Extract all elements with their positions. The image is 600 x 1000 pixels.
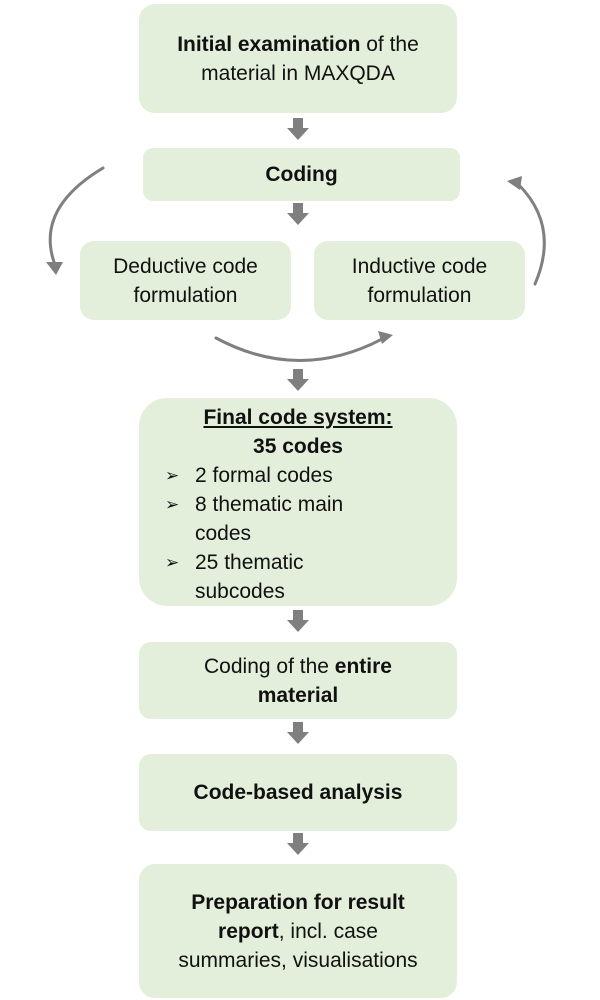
final-code-count: 35 codes	[253, 435, 343, 458]
final-code-system-box: Final code system: 35 codes ➢ 2 formal c…	[139, 398, 457, 606]
cycle-arrowhead-bottom	[378, 331, 393, 344]
code-based-analysis-box: Code-based analysis	[139, 754, 457, 831]
flow-arrow-5-head	[287, 732, 309, 744]
final-code-item-text: 25 thematic subcodes	[195, 551, 304, 603]
final-code-item: ➢ 8 thematic main codes	[163, 490, 375, 548]
flow-arrow-1-shaft	[293, 118, 303, 129]
arrowhead-bullet-icon: ➢	[165, 495, 180, 514]
flow-arrow-5-shaft	[293, 722, 303, 733]
flow-arrow-6-head	[287, 843, 309, 855]
coding-label: Coding	[265, 163, 338, 186]
flow-arrow-3-shaft	[293, 369, 303, 380]
cycle-arrowhead-right	[507, 176, 522, 190]
initial-examination-box: Initial examination of the material in M…	[139, 4, 457, 113]
result-report-text: Preparation for result report, incl. cas…	[163, 888, 433, 975]
initial-examination-bold: Initial examination	[177, 32, 361, 56]
deductive-label: Deductive code formulation	[113, 254, 258, 307]
flow-arrow-1-head	[287, 128, 309, 140]
inductive-code-formulation-box: Inductive code formulation	[314, 241, 525, 320]
final-code-item: ➢ 25 thematic subcodes	[163, 548, 335, 606]
final-code-item: ➢ 2 formal codes	[163, 461, 457, 490]
flow-arrow-4-shaft	[293, 610, 303, 621]
inductive-label: Inductive code formulation	[351, 254, 488, 307]
cycle-arrow-bottom	[214, 336, 386, 362]
coding-entire-prefix: Coding of the	[204, 654, 335, 678]
initial-examination-text: Initial examination of the material in M…	[153, 30, 443, 88]
flow-arrow-2-shaft	[293, 203, 303, 214]
final-code-item-text: 8 thematic main codes	[195, 493, 344, 545]
coding-entire-bold: entire material	[257, 654, 392, 707]
cycle-arrow-left	[48, 166, 105, 264]
coding-entire-material-text: Coding of the entire material	[178, 652, 418, 710]
result-report-bold: Preparation for result report	[191, 890, 405, 943]
code-based-analysis-label: Code-based analysis	[193, 781, 403, 804]
final-code-item-text: 2 formal codes	[195, 464, 333, 487]
arrowhead-bullet-icon: ➢	[165, 553, 180, 572]
coding-box: Coding	[143, 148, 460, 201]
final-code-list: ➢ 2 formal codes ➢ 8 thematic main codes…	[139, 461, 457, 606]
result-report-rest: , incl. case summaries, visualisations	[178, 919, 418, 972]
cycle-arrowhead-left	[46, 262, 63, 275]
flow-arrow-3-head	[287, 379, 309, 391]
flow-arrow-4-head	[287, 620, 309, 632]
flow-arrow-6-shaft	[293, 833, 303, 844]
final-code-system-title: Final code system:	[203, 406, 393, 429]
initial-examination-rest: of the material in MAXQDA	[201, 32, 419, 85]
cycle-arrow-right	[516, 182, 546, 286]
arrowhead-bullet-icon: ➢	[165, 466, 180, 485]
flow-arrow-2-head	[287, 213, 309, 225]
coding-entire-material-box: Coding of the entire material	[139, 642, 457, 719]
result-report-box: Preparation for result report, incl. cas…	[139, 864, 457, 998]
deductive-code-formulation-box: Deductive code formulation	[80, 241, 291, 320]
